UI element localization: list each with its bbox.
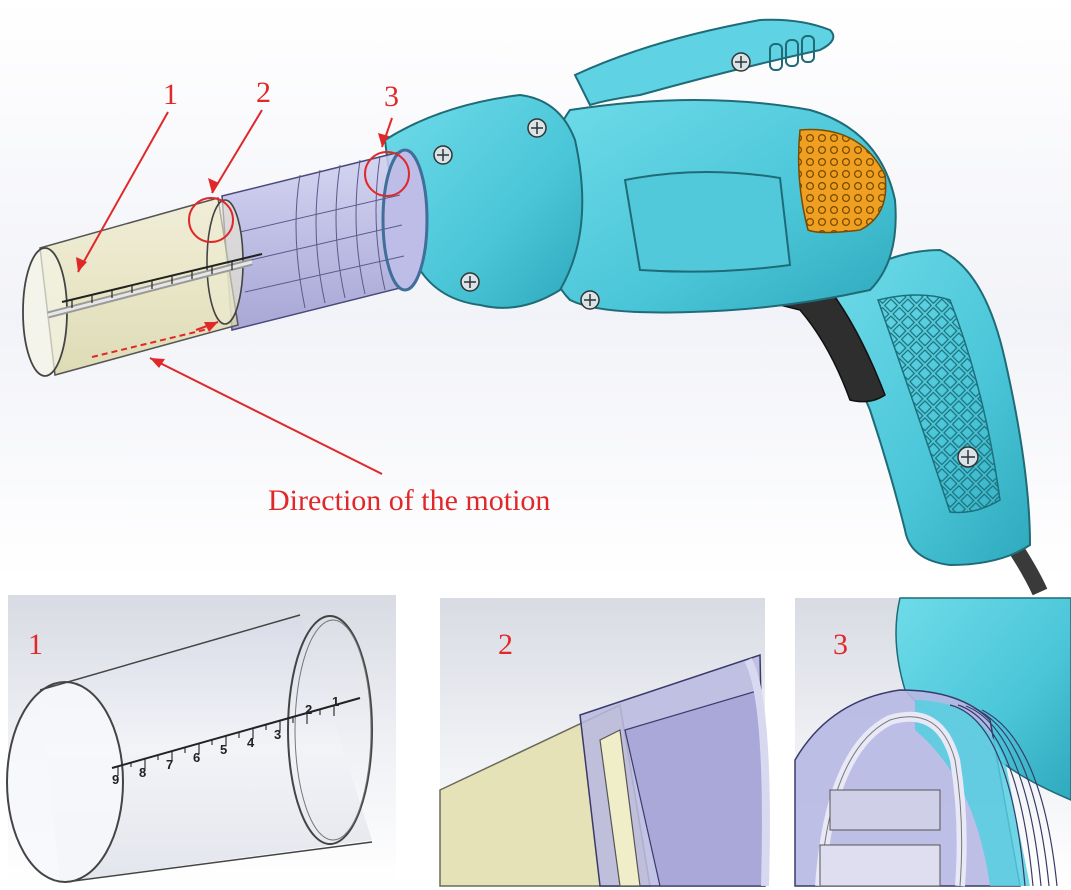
callout-label-3: 3 (384, 80, 399, 113)
ruler-number: 7 (166, 757, 174, 772)
ruler-number: 6 (193, 750, 201, 765)
leader-line-motion (149, 357, 383, 475)
detail-label-3: 3 (833, 628, 848, 661)
chuck-ring (381, 148, 429, 292)
motion-caption: Direction of the motion (268, 484, 551, 517)
leader-line-2 (211, 109, 263, 194)
annotations (77, 109, 410, 475)
side-panel (623, 170, 792, 273)
highlight-circle-2 (188, 197, 234, 243)
screw-icon (433, 52, 979, 468)
leader-line-1 (77, 111, 169, 273)
detail-panel-2 (439, 598, 770, 887)
detail-label-2: 2 (498, 628, 513, 661)
detail-label-1: 1 (28, 628, 43, 661)
measuring-tube (22, 197, 263, 377)
callout-label-1: 1 (163, 78, 178, 111)
ruler-number: 2 (305, 702, 313, 717)
ruler-number: 8 (139, 765, 147, 780)
ruler-number: 5 (220, 742, 228, 757)
callout-label-2: 2 (256, 76, 271, 109)
detail-panel-1 (6, 595, 396, 883)
ruler-number: 4 (247, 735, 255, 750)
detail-panel-3 (794, 597, 1071, 887)
belt-clip (573, 18, 835, 107)
highlight-circle-3 (364, 151, 410, 197)
ruler-number: 3 (274, 727, 282, 742)
chuck (221, 148, 429, 331)
arrowheads (76, 133, 389, 368)
ruler-number: 9 (112, 772, 120, 787)
ruler-number: 1 (332, 694, 340, 709)
drill (383, 18, 1048, 596)
